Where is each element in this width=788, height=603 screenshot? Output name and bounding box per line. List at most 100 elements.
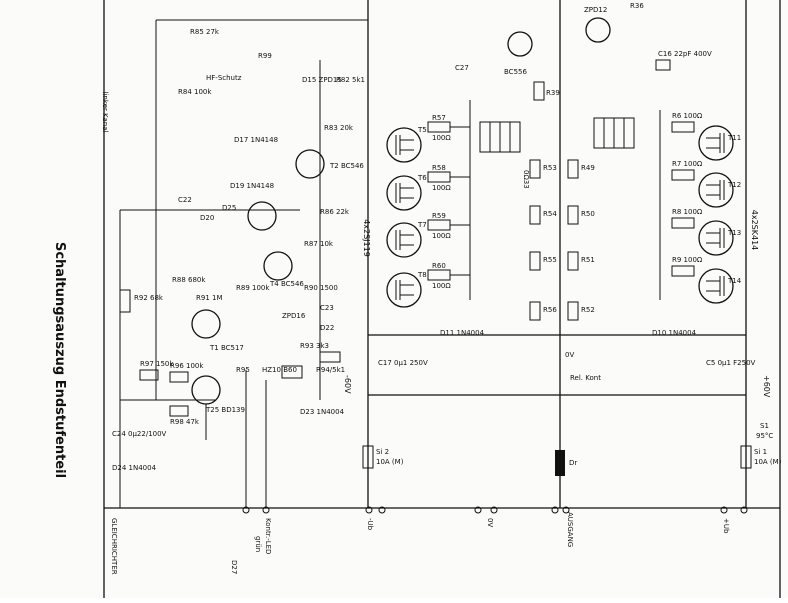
- mosfet-t11: T11: [698, 125, 741, 161]
- zpd12-label: ZPD12: [584, 6, 607, 14]
- d19-label: D19 1N4148: [230, 182, 274, 190]
- rectifier-label: GLEICHRICHTER: [110, 518, 118, 575]
- hz-label: HZ10 B60: [262, 366, 297, 374]
- r87-label: R87 10k: [304, 240, 334, 248]
- zero-volt-conn: 0V: [486, 518, 494, 527]
- ub-minus-label: -Ub: [366, 518, 374, 531]
- d11-label: D11 1N4004: [440, 329, 485, 337]
- mosfet-t7-label: T7: [417, 221, 427, 229]
- hf-schutz-label: HF-Schutz: [206, 74, 242, 82]
- r58-value: 100Ω: [432, 184, 451, 192]
- mosfet-group-negative: T5 T6 T7 T8 4x2SJ119: [362, 126, 427, 308]
- mosfet-t12: T12: [698, 172, 741, 208]
- fuse-section: Si 2 10A (M) Si 1 10A (M) S1 95°C: [362, 422, 782, 469]
- t2-label: T2 BC546: [329, 162, 364, 170]
- misc-wiring: [119, 19, 368, 508]
- c27-label: C27: [455, 64, 469, 72]
- r54-label: R54: [543, 210, 557, 218]
- mosfet-pos-type: 4x2SK414: [750, 210, 759, 251]
- d27-label: D27: [230, 560, 238, 574]
- r60-value: 100Ω: [432, 282, 451, 290]
- power-rails: [103, 0, 781, 598]
- r58-label: R58: [432, 164, 446, 172]
- r39-label: R39: [546, 89, 560, 97]
- c22-label: C22: [178, 196, 192, 204]
- mosfet-t6: T6: [386, 174, 427, 211]
- r93-label: R93 3k3: [300, 342, 329, 350]
- mosfet-t13: T13: [698, 220, 741, 256]
- mosfet-t14: T14: [698, 268, 742, 304]
- r83-label: R83 20k: [324, 124, 354, 132]
- d15-label: D15 ZPD15: [302, 76, 342, 84]
- zero-volt-label: 0V: [565, 351, 574, 359]
- d24-label: D24 1N4004: [112, 464, 157, 472]
- r84-label: R84 100k: [178, 88, 212, 96]
- channel-label: linker Kanal: [101, 92, 109, 133]
- r60-label: R60: [432, 262, 446, 270]
- r88-label: R88 680k: [172, 276, 206, 284]
- r36-label: R36: [630, 2, 644, 10]
- mosfet-t5-label: T5: [417, 126, 427, 134]
- fuse-si1-label: Si 1: [754, 448, 767, 456]
- driver-stage: BC556 ZPD12 R39 C16 22pF 400V R36 C27: [455, 2, 712, 101]
- mosfet-t7: T7: [386, 221, 427, 258]
- mosfet-group-positive: T11 T12 T13 T14 4x2SK414 R6 1: [593, 110, 759, 304]
- ub-plus-label: +Ub: [722, 518, 730, 534]
- r6-label: R6 100Ω: [672, 112, 703, 120]
- mosfet-t12-label: T12: [727, 181, 741, 189]
- gate-resistors-negative: R57 100Ω R58 100Ω R59 100Ω R60 100Ω: [427, 100, 521, 300]
- r55-label: R55: [543, 256, 557, 264]
- r57-value: 100Ω: [432, 134, 451, 142]
- d10-label: D10 1N4004: [652, 329, 697, 337]
- mosfet-t6-label: T6: [417, 174, 427, 182]
- d25-label: D25: [222, 204, 236, 212]
- choke-label: Dr: [569, 459, 577, 467]
- r59-value: 100Ω: [432, 232, 451, 240]
- relay-label: Rel. Kont: [570, 374, 601, 382]
- diagram-title: Schaltungsauszug Endstufenteil: [52, 242, 67, 478]
- r49-label: R49: [581, 164, 595, 172]
- r85-label: R85 27k: [190, 28, 220, 36]
- mosfet-neg-type: 4x2SJ119: [362, 219, 371, 257]
- bc556-label: BC556: [504, 68, 527, 76]
- c5-label: C5 0µ1 F250V: [706, 359, 756, 367]
- c16-label: C16 22pF 400V: [658, 50, 712, 58]
- r51-label: R51: [581, 256, 595, 264]
- rail-labels: -60V +60V C17 0µ1 250V C5 0µ1 F250V D11 …: [343, 329, 771, 398]
- r9-label: R9 100Ω: [672, 256, 703, 264]
- r56-label: R56: [543, 306, 557, 314]
- d20-label: D20: [200, 214, 214, 222]
- output-section: Dr Rel. Kont 0V AUSGANG: [555, 351, 601, 547]
- led-label: Kontr.-LED: [264, 518, 272, 554]
- zpd16-label: ZPD16: [282, 312, 306, 320]
- mosfet-t13-label: T13: [727, 229, 741, 237]
- r94-label: R94/5k1: [316, 366, 345, 374]
- fuse-si2-value: 10A (M): [376, 458, 404, 466]
- connectors: -Ub +Ub 0V Kontr.-LED grün D27 GLEICHRIC…: [110, 506, 748, 575]
- d22-label: D22: [320, 324, 334, 332]
- mosfet-t11-label: T11: [727, 134, 741, 142]
- mosfet-t14-label: T14: [727, 277, 742, 285]
- r90-label: R90 1500: [304, 284, 338, 292]
- r86-label: R86 22k: [320, 208, 350, 216]
- r96-label: R96 100k: [170, 362, 204, 370]
- r52-label: R52: [581, 306, 595, 314]
- r91-label: R91 1M: [196, 294, 223, 302]
- pos60-label: +60V: [762, 375, 771, 398]
- r89-label: R89 100k: [236, 284, 270, 292]
- mosfet-t8-label: T8: [417, 271, 427, 279]
- r57-label: R57: [432, 114, 446, 122]
- r99-label: R99: [258, 52, 272, 60]
- c17-label: C17 0µ1 250V: [378, 359, 428, 367]
- t4-label: T4 BC546: [269, 280, 304, 288]
- bd139-label: T25 BD139: [205, 406, 245, 414]
- c24-label: C24 0µ22/100V: [112, 430, 167, 438]
- led-color-label: grün: [254, 536, 262, 552]
- r95-label: R95: [236, 366, 250, 374]
- d23-label: D23 1N4004: [300, 408, 345, 416]
- r8-label: R8 100Ω: [672, 208, 703, 216]
- bc517-label: T1 BC517: [209, 344, 244, 352]
- mosfet-t5: T5: [386, 126, 427, 163]
- r82-label: R82 5k1: [336, 76, 365, 84]
